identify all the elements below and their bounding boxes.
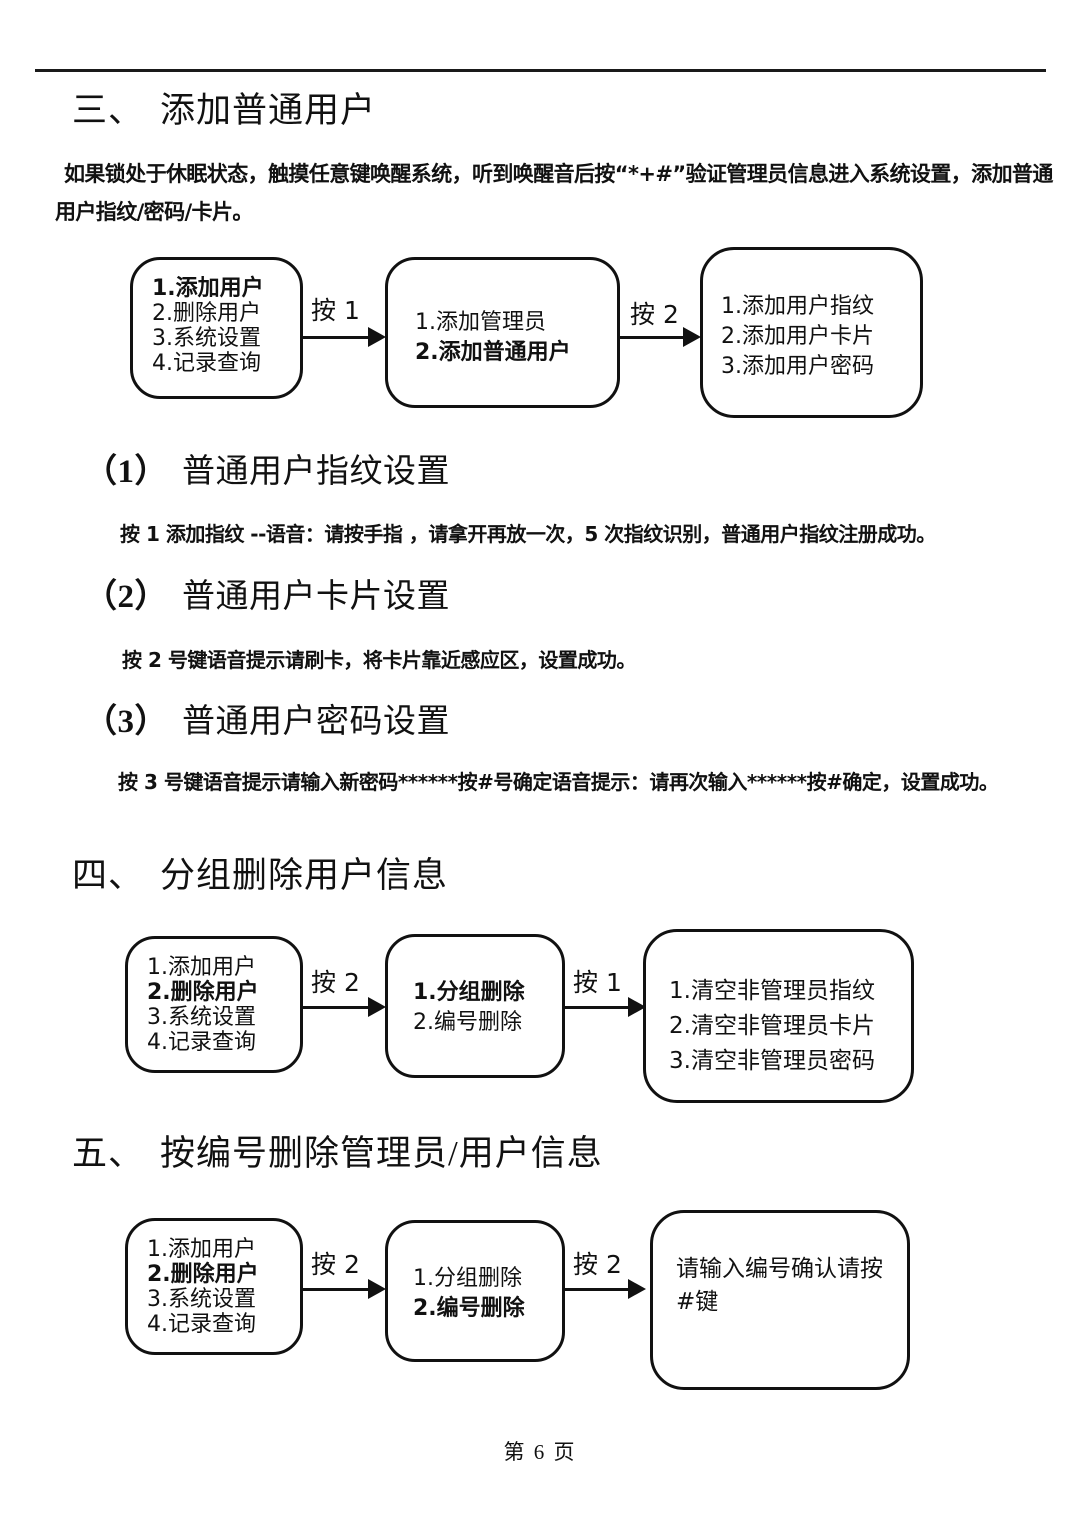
section-3-title: 添加普通用户 xyxy=(160,91,377,130)
flow3-box1-line: 4.记录查询 xyxy=(147,1312,256,1337)
arrow-line xyxy=(302,1288,368,1291)
flow2-arrow1-label: 按 2 xyxy=(311,968,360,997)
section-5-heading: 五、 按编号删除管理员/用户信息 xyxy=(72,1133,603,1175)
arrow-right-icon xyxy=(368,1279,386,1299)
flow1-arrow2-label: 按 2 xyxy=(630,300,679,329)
section-4-title: 分组删除用户信息 xyxy=(160,856,449,895)
arrow-line xyxy=(302,1006,368,1009)
flow1-box1-line: 1.添加用户 xyxy=(152,276,264,301)
subsection-1-number: （1） xyxy=(84,454,168,490)
flow1-box3-line: 3.添加用户密码 xyxy=(721,354,874,379)
flow1-box2-line: 2.添加普通用户 xyxy=(415,340,571,365)
section-5-title: 按编号删除管理员/用户信息 xyxy=(160,1134,603,1173)
subsection-3-body: 按 3 号键语音提示请输入新密码******按#号确定语音提示：请再次输入***… xyxy=(118,770,999,794)
arrow-line xyxy=(620,336,683,339)
subsection-1-body: 按 1 添加指纹 --语音：请按手指 ，请拿开再放一次，5 次指纹识别，普通用户… xyxy=(120,522,936,546)
arrow-right-icon xyxy=(368,327,386,347)
section-3-heading: 三、 添加普通用户 xyxy=(72,90,376,132)
flow2-box1-line: 1.添加用户 xyxy=(147,955,256,980)
subsection-2-title: 普通用户卡片设置 xyxy=(182,579,450,615)
arrow-right-icon xyxy=(683,327,701,347)
flow2-arrow2-label: 按 1 xyxy=(573,968,622,997)
flow2-box-clear-options: 1.清空非管理员指纹 2.清空非管理员卡片 3.清空非管理员密码 xyxy=(643,929,914,1103)
flow1-box1-line: 4.记录查询 xyxy=(152,351,261,376)
flow1-box3-line: 2.添加用户卡片 xyxy=(721,324,874,349)
arrow-right-icon xyxy=(368,997,386,1017)
subsection-3-heading: （3） 普通用户密码设置 xyxy=(84,702,450,742)
flow3-arrow1-label: 按 2 xyxy=(311,1250,360,1279)
flow3-box2-line: 1.分组删除 xyxy=(413,1266,522,1291)
flow3-box1-line: 1.添加用户 xyxy=(147,1237,256,1262)
flow1-box-add-user-menu: 1.添加管理员 2.添加普通用户 xyxy=(385,257,620,408)
section-3-paragraph-line-1: 如果锁处于休眠状态，触摸任意键唤醒系统，听到唤醒音后按“*+#”验证管理员信息进… xyxy=(64,162,1053,186)
flow2-box-main-menu: 1.添加用户 2.删除用户 3.系统设置 4.记录查询 xyxy=(125,936,303,1073)
flow3-box-delete-menu: 1.分组删除 2.编号删除 xyxy=(385,1220,565,1362)
flow3-arrow2-label: 按 2 xyxy=(573,1250,622,1279)
flow2-box2-line: 2.编号删除 xyxy=(413,1010,522,1035)
arrow-line xyxy=(565,1288,628,1291)
section-4-heading: 四、 分组删除用户信息 xyxy=(72,855,448,897)
flow3-box3-line: 请输入编号确认请按 xyxy=(676,1256,883,1282)
page-number: 第 6 页 xyxy=(503,1440,577,1464)
flow3-box-enter-number: 请输入编号确认请按 #键 xyxy=(650,1210,910,1390)
flow1-box2-line: 1.添加管理员 xyxy=(415,310,546,335)
flow1-box-main-menu: 1.添加用户 2.删除用户 3.系统设置 4.记录查询 xyxy=(130,257,303,399)
arrow-line xyxy=(302,336,368,339)
section-4-number: 四、 xyxy=(72,856,145,895)
flow1-box1-line: 2.删除用户 xyxy=(152,301,261,326)
flow2-box3-line: 2.清空非管理员卡片 xyxy=(669,1013,875,1039)
arrow-line xyxy=(565,1006,628,1009)
flow1-box3-line: 1.添加用户指纹 xyxy=(721,294,874,319)
flow1-arrow1-label: 按 1 xyxy=(311,296,360,325)
flow1-box1-line: 3.系统设置 xyxy=(152,326,261,351)
flow3-box1-line: 2.删除用户 xyxy=(147,1262,259,1287)
section-5-number: 五、 xyxy=(72,1134,145,1173)
arrow-right-icon xyxy=(628,1279,646,1299)
flow2-box-delete-menu: 1.分组删除 2.编号删除 xyxy=(385,934,565,1078)
flow3-box-main-menu: 1.添加用户 2.删除用户 3.系统设置 4.记录查询 xyxy=(125,1218,303,1355)
flow2-box1-line: 4.记录查询 xyxy=(147,1030,256,1055)
subsection-3-title: 普通用户密码设置 xyxy=(182,704,450,740)
subsection-2-number: （2） xyxy=(84,579,168,615)
subsection-1-title: 普通用户指纹设置 xyxy=(182,454,450,490)
arrow-right-icon xyxy=(628,997,646,1017)
flow3-box2-line: 2.编号删除 xyxy=(413,1296,525,1321)
subsection-2-body: 按 2 号键语音提示请刷卡，将卡片靠近感应区，设置成功。 xyxy=(122,648,636,672)
top-divider xyxy=(35,69,1046,72)
flow1-box-add-options: 1.添加用户指纹 2.添加用户卡片 3.添加用户密码 xyxy=(700,247,923,418)
section-3-paragraph-line-2: 用户指纹/密码/卡片。 xyxy=(55,200,253,224)
flow3-box1-line: 3.系统设置 xyxy=(147,1287,256,1312)
flow2-box3-line: 1.清空非管理员指纹 xyxy=(669,978,875,1004)
flow3-box3-line: #键 xyxy=(676,1289,719,1315)
flow2-box1-line: 3.系统设置 xyxy=(147,1005,256,1030)
subsection-3-number: （3） xyxy=(84,704,168,740)
flow2-box2-line: 1.分组删除 xyxy=(413,980,525,1005)
flow2-box3-line: 3.清空非管理员密码 xyxy=(669,1048,875,1074)
flow2-box1-line: 2.删除用户 xyxy=(147,980,259,1005)
subsection-1-heading: （1） 普通用户指纹设置 xyxy=(84,452,450,492)
subsection-2-heading: （2） 普通用户卡片设置 xyxy=(84,577,450,617)
section-3-number: 三、 xyxy=(72,91,145,130)
